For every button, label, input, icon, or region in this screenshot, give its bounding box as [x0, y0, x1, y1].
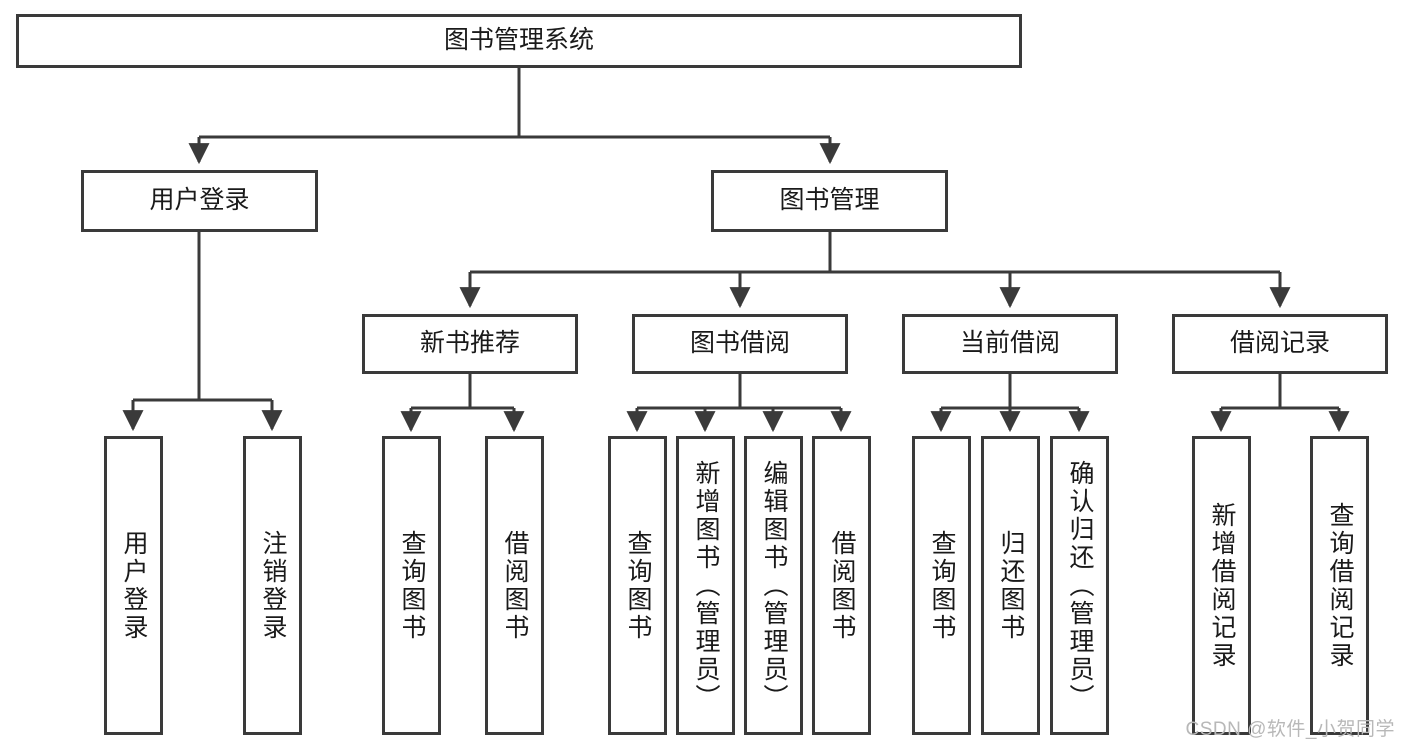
node-label: 借阅图书	[501, 529, 529, 642]
node-label: 查询借阅记录	[1326, 501, 1354, 670]
node-label: 注销登录	[259, 529, 287, 642]
node-root-system[interactable]: 图书管理系统	[16, 14, 1022, 68]
node-borrow-record[interactable]: 借阅记录	[1172, 314, 1388, 374]
node-leaf-logout-login[interactable]: 注销登录	[243, 436, 302, 735]
node-label: 借阅记录	[1229, 329, 1330, 358]
node-label: 用户登录	[149, 186, 250, 215]
node-label: 查询图书	[928, 529, 956, 642]
node-label: 查询图书	[624, 529, 652, 642]
node-leaf-return-book[interactable]: 归还图书	[981, 436, 1040, 735]
node-leaf-edit-book[interactable]: 编辑图书（管理员）	[744, 436, 803, 735]
node-new-book-recommend[interactable]: 新书推荐	[362, 314, 578, 374]
node-label: 图书管理系统	[443, 26, 594, 55]
watermark: CSDN @软件_小贺同学	[1185, 719, 1395, 740]
node-leaf-add-book[interactable]: 新增图书（管理员）	[676, 436, 735, 735]
node-leaf-query-book-current[interactable]: 查询图书	[912, 436, 971, 735]
node-leaf-borrow-book-recommend[interactable]: 借阅图书	[485, 436, 544, 735]
node-leaf-query-book-borrow[interactable]: 查询图书	[608, 436, 667, 735]
node-leaf-add-borrow-record[interactable]: 新增借阅记录	[1192, 436, 1251, 735]
node-leaf-borrow-book[interactable]: 借阅图书	[812, 436, 871, 735]
node-label: 图书借阅	[689, 329, 790, 358]
node-user-login[interactable]: 用户登录	[81, 170, 318, 232]
node-label: 查询图书	[398, 529, 426, 642]
node-book-borrow[interactable]: 图书借阅	[632, 314, 848, 374]
node-label: 确认归还（管理员）	[1066, 459, 1094, 712]
node-leaf-query-book-recommend[interactable]: 查询图书	[382, 436, 441, 735]
node-leaf-query-borrow-record[interactable]: 查询借阅记录	[1310, 436, 1369, 735]
node-label: 图书管理	[779, 186, 880, 215]
node-label: 借阅图书	[828, 529, 856, 642]
node-leaf-confirm-return[interactable]: 确认归还（管理员）	[1050, 436, 1109, 735]
node-label: 新书推荐	[419, 329, 520, 358]
node-label: 编辑图书（管理员）	[760, 459, 788, 712]
node-current-borrow[interactable]: 当前借阅	[902, 314, 1118, 374]
node-leaf-user-login[interactable]: 用户登录	[104, 436, 163, 735]
node-label: 新增借阅记录	[1208, 501, 1236, 670]
node-book-management[interactable]: 图书管理	[711, 170, 948, 232]
node-label: 新增图书（管理员）	[692, 459, 720, 712]
node-label: 当前借阅	[959, 329, 1060, 358]
node-label: 归还图书	[997, 529, 1025, 642]
node-label: 用户登录	[120, 529, 148, 642]
